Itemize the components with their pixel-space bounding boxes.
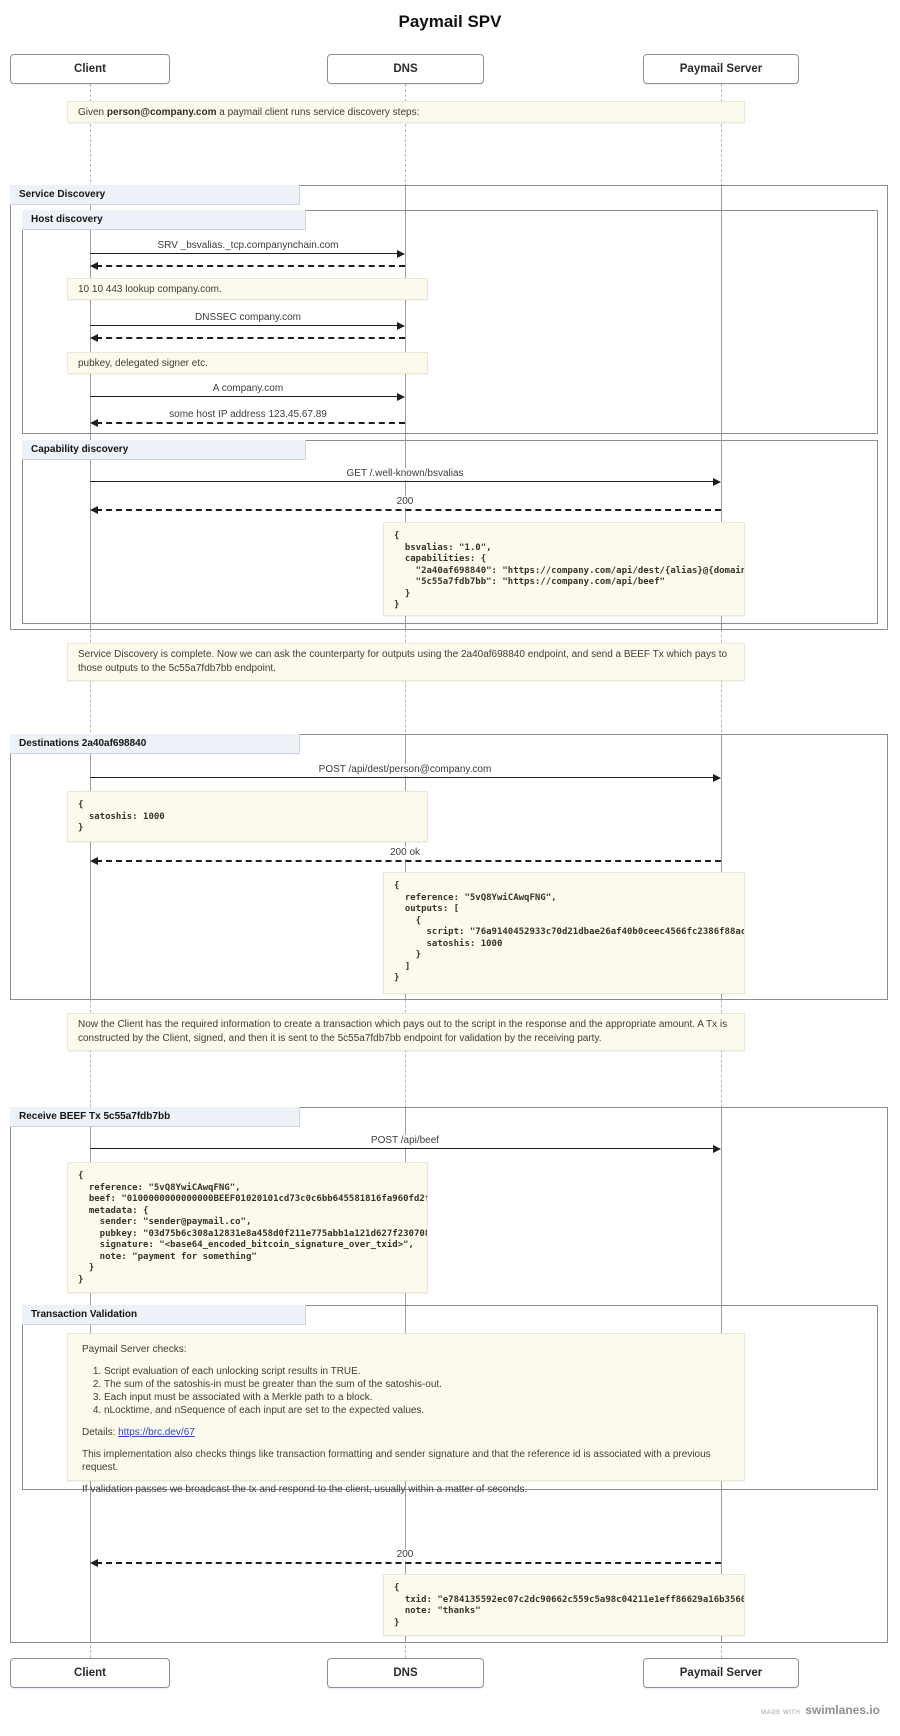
arrowhead-right-icon bbox=[713, 773, 721, 782]
section-receive-beef-tab: Receive BEEF Tx 5c55a7fdb7bb bbox=[10, 1107, 300, 1127]
section-service-discovery-label: Service Discovery bbox=[19, 189, 106, 200]
arrow-shaft bbox=[96, 860, 721, 862]
arrowhead-right-icon bbox=[397, 249, 405, 258]
section-host-discovery-tab: Host discovery bbox=[22, 210, 306, 230]
message-label-dest-response: 200 ok bbox=[384, 847, 426, 859]
section-destinations-label: Destinations 2a40af698840 bbox=[19, 738, 147, 749]
section-transaction-validation-tab: Transaction Validation bbox=[22, 1305, 306, 1325]
arrowhead-right-icon bbox=[397, 392, 405, 401]
arrow-shaft bbox=[90, 253, 399, 254]
section-capability-discovery-tab: Capability discovery bbox=[22, 440, 306, 460]
lifeline-server-segment bbox=[721, 734, 722, 1000]
message-label-post-dest: POST /api/dest/person@company.com bbox=[313, 764, 497, 776]
section-receive-beef-label: Receive BEEF Tx 5c55a7fdb7bb bbox=[19, 1111, 171, 1122]
note-pubkey: pubkey, delegated signer etc. bbox=[67, 352, 428, 374]
note-sd-complete: Service Discovery is complete. Now we ca… bbox=[67, 643, 745, 681]
arrowhead-left-icon bbox=[90, 333, 98, 342]
actor-client-label: Client bbox=[74, 1667, 106, 1679]
arrowhead-left-icon bbox=[90, 505, 98, 514]
arrow-shaft bbox=[96, 337, 405, 339]
section-transaction-validation bbox=[22, 1305, 878, 1490]
arrowhead-left-icon bbox=[90, 856, 98, 865]
swimlanes-brand: swimlanes.io bbox=[805, 1703, 880, 1717]
validation-check-item: nLocktime, and nSequence of each input a… bbox=[104, 1404, 730, 1417]
lifeline-server-segment bbox=[721, 185, 722, 630]
message-label-dnssec: DNSSEC company.com bbox=[190, 312, 306, 324]
validation-details-line: Details: https://brc.dev/67 bbox=[82, 1426, 730, 1439]
note-intro-email: person@company.com bbox=[106, 107, 217, 118]
json-capabilities: { bsvalias: "1.0", capabilities: { "2a40… bbox=[383, 522, 745, 616]
section-transaction-validation-label: Transaction Validation bbox=[31, 1309, 138, 1320]
arrow-shaft bbox=[96, 265, 405, 267]
arrow-shaft bbox=[90, 481, 715, 482]
lifeline-dns-segment bbox=[405, 185, 406, 630]
note-intro-prefix: Given bbox=[78, 107, 107, 118]
actor-server-label: Paymail Server bbox=[679, 1667, 763, 1679]
note-tx-construction: Now the Client has the required informat… bbox=[67, 1013, 745, 1051]
note-srv-lookup: 10 10 443 lookup company.com. bbox=[67, 278, 428, 300]
arrow-shaft bbox=[90, 325, 399, 326]
actor-dns-label: DNS bbox=[393, 63, 418, 75]
json-beef-request: { reference: "5vQ8YwiCAwqFNG", beef: "01… bbox=[67, 1162, 428, 1293]
actor-client-bottom: Client bbox=[10, 1658, 170, 1688]
section-service-discovery-tab: Service Discovery bbox=[10, 185, 300, 205]
arrowhead-left-icon bbox=[90, 418, 98, 427]
validation-check-item: Script evaluation of each unlocking scri… bbox=[104, 1365, 730, 1378]
section-destinations-tab: Destinations 2a40af698840 bbox=[10, 734, 300, 754]
arrow-shaft bbox=[96, 509, 721, 511]
arrow-shaft bbox=[90, 777, 715, 778]
lifeline-dns-segment bbox=[405, 734, 406, 1000]
arrow-shaft bbox=[96, 1562, 721, 1564]
section-host-discovery bbox=[22, 210, 878, 434]
section-destinations bbox=[10, 734, 888, 1000]
made-with-label: MADE WITH bbox=[761, 1710, 801, 1716]
json-beef-response: { txid: "e784135592ec07c2dc90662c559c5a9… bbox=[383, 1574, 745, 1636]
section-receive-beef bbox=[10, 1107, 888, 1643]
validation-heading: Paymail Server checks: bbox=[82, 1344, 187, 1355]
section-host-discovery-label: Host discovery bbox=[31, 214, 103, 225]
message-label-get-wellknown: GET /.well-known/bsvalias bbox=[341, 468, 469, 480]
actor-dns-top: DNS bbox=[327, 54, 484, 84]
json-dest-response: { reference: "5vQ8YwiCAwqFNG", outputs: … bbox=[383, 872, 745, 994]
actor-client-top: Client bbox=[10, 54, 170, 84]
validation-para1: This implementation also checks things l… bbox=[82, 1449, 711, 1473]
validation-para2: If validation passes we broadcast the tx… bbox=[82, 1484, 528, 1495]
arrow-shaft bbox=[90, 1148, 715, 1149]
actor-client-label: Client bbox=[74, 63, 106, 75]
note-validation: Paymail Server checks: Script evaluation… bbox=[67, 1333, 745, 1495]
message-label-host-ip: some host IP address 123.45.67.89 bbox=[164, 409, 332, 421]
note-intro-suffix: a paymail client runs service discovery … bbox=[216, 107, 420, 118]
lifeline-client-segment bbox=[90, 185, 91, 630]
arrow-shaft bbox=[90, 396, 399, 397]
validation-check-item: Each input must be associated with a Mer… bbox=[104, 1391, 730, 1404]
actor-dns-bottom: DNS bbox=[327, 1658, 484, 1688]
arrowhead-right-icon bbox=[397, 321, 405, 330]
actor-server-top: Paymail Server bbox=[643, 54, 799, 84]
note-intro: Given person@company.com a paymail clien… bbox=[67, 101, 745, 123]
message-label-srv: SRV _bsvalias._tcp.companynchain.com bbox=[152, 240, 344, 252]
actor-server-bottom: Paymail Server bbox=[643, 1658, 799, 1688]
actor-server-label: Paymail Server bbox=[679, 63, 763, 75]
message-label-get-response: 200 bbox=[391, 496, 419, 508]
arrowhead-left-icon bbox=[90, 1558, 98, 1567]
message-label-beef-response: 200 bbox=[391, 1549, 419, 1561]
section-service-discovery bbox=[10, 185, 888, 630]
brc-details-link[interactable]: https://brc.dev/67 bbox=[118, 1427, 195, 1438]
section-capability-discovery-label: Capability discovery bbox=[31, 444, 129, 455]
details-label: Details: bbox=[82, 1427, 119, 1438]
json-dest-request: { satoshis: 1000 } bbox=[67, 791, 428, 842]
section-capability-discovery bbox=[22, 440, 878, 624]
message-label-post-beef: POST /api/beef bbox=[365, 1135, 445, 1147]
footer: MADE WITH swimlanes.io bbox=[761, 1703, 880, 1717]
actor-dns-label: DNS bbox=[393, 1667, 418, 1679]
arrowhead-right-icon bbox=[713, 1144, 721, 1153]
arrowhead-right-icon bbox=[713, 477, 721, 486]
arrow-shaft bbox=[96, 422, 405, 424]
message-label-a-record: A company.com bbox=[207, 383, 289, 395]
arrowhead-left-icon bbox=[90, 261, 98, 270]
page-title: Paymail SPV bbox=[398, 12, 502, 31]
validation-check-item: The sum of the satoshis-in must be great… bbox=[104, 1378, 730, 1391]
validation-checks-list: Script evaluation of each unlocking scri… bbox=[82, 1365, 730, 1417]
lifeline-client-segment bbox=[90, 734, 91, 1000]
